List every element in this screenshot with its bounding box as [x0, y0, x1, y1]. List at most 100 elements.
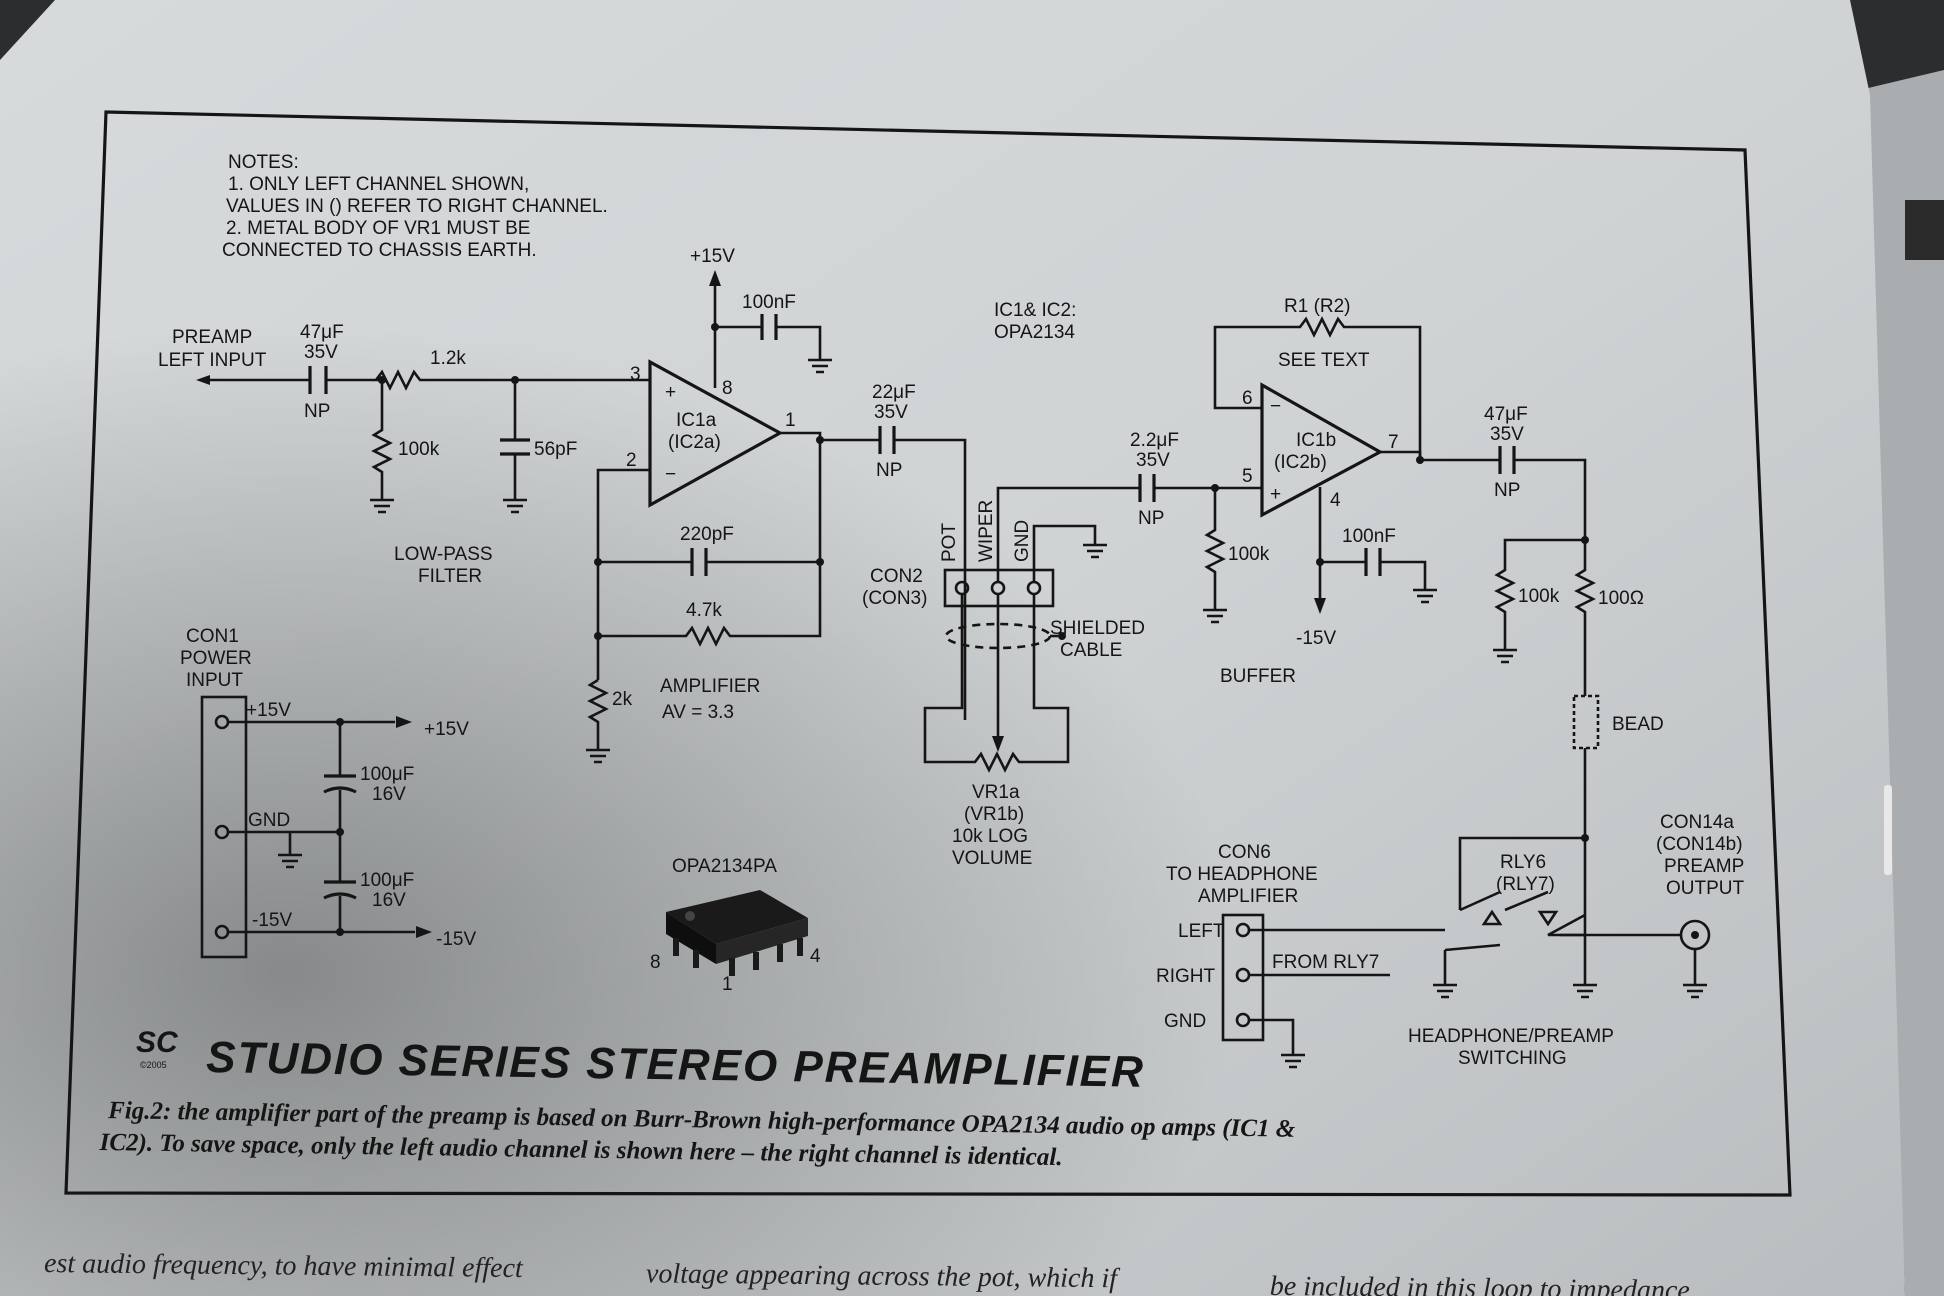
con6-label: CON6 — [1218, 842, 1271, 863]
feedback-cap: 220pF — [680, 524, 734, 545]
body-col2: voltage appearing across the pot, which … — [646, 1258, 1121, 1294]
svg-text:−: − — [1270, 396, 1281, 417]
figure-frame — [64, 110, 1792, 1197]
con1-section: CON1 POWER INPUT +15V GND -15V +15V -15V… — [180, 626, 476, 959]
wiper-arrow-icon — [992, 736, 1004, 752]
svg-text:6: 6 — [1242, 388, 1253, 409]
svg-text:GND: GND — [248, 810, 290, 831]
ic1b-opamp: − + IC1b (IC2b) 6 5 7 4 R1 (R2) SEE TEXT… — [1203, 296, 1587, 687]
notes-line1: 1. ONLY LEFT CHANNEL SHOWN, — [228, 174, 529, 195]
cable-label: SHIELDED — [1050, 618, 1145, 639]
svg-text:5: 5 — [1242, 466, 1253, 487]
con1-c1: 100μF — [360, 764, 414, 785]
feedback-res: 4.7k — [686, 600, 722, 621]
filter-r2-value: 100k — [398, 439, 440, 460]
sc-logo: SC — [136, 1026, 179, 1059]
svg-text:8: 8 — [722, 378, 733, 399]
svg-text:(VR1b): (VR1b) — [964, 804, 1024, 825]
chip-body-icon — [666, 890, 808, 944]
svg-text:SEE TEXT: SEE TEXT — [1278, 350, 1370, 371]
svg-text:35V: 35V — [874, 402, 908, 423]
svg-text:(IC2a): (IC2a) — [668, 432, 721, 453]
svg-text:OPA2134: OPA2134 — [994, 322, 1075, 343]
notes-line2: VALUES IN () REFER TO RIGHT CHANNEL. — [226, 196, 608, 217]
svg-text:WIPER: WIPER — [976, 500, 997, 562]
svg-text:+15V: +15V — [690, 246, 735, 267]
svg-text:BEAD: BEAD — [1612, 714, 1664, 735]
notes-line3: 2. METAL BODY OF VR1 MUST BE — [226, 218, 530, 239]
ic1a-opamp: + − IC1a (IC2a) 3 2 8 1 +15V 100nF 220pF… — [586, 246, 967, 764]
svg-text:AMPLIFIER: AMPLIFIER — [1198, 886, 1298, 907]
input-section: PREAMP LEFT INPUT 47μF 35V NP 1.2k 100k … — [158, 322, 650, 587]
article-body: est audio frequency, to have minimal eff… — [44, 1248, 1690, 1296]
volume-section: POT WIPER GND CON2 (CON3) 2.2μF 35V NP S… — [862, 430, 1215, 869]
svg-text:(IC2b): (IC2b) — [1274, 452, 1327, 473]
svg-text:FILTER: FILTER — [418, 566, 482, 587]
svg-text:SWITCHING: SWITCHING — [1458, 1048, 1567, 1069]
con1-c2: 100μF — [360, 870, 414, 891]
svg-text:NP: NP — [1494, 480, 1520, 501]
svg-text:1: 1 — [785, 410, 796, 431]
con2-label: CON2 — [870, 566, 923, 587]
svg-text:2: 2 — [626, 450, 637, 471]
con14-label: CON14a — [1660, 812, 1734, 833]
svg-text:3: 3 — [630, 364, 641, 385]
facing-page — [1860, 70, 1944, 1296]
svg-text:©2005: ©2005 — [140, 1060, 167, 1070]
coupling2-value: 2.2μF — [1130, 430, 1179, 451]
svg-text:16V: 16V — [372, 784, 406, 805]
svg-text:NP: NP — [1138, 508, 1164, 529]
filter-r-value: 1.2k — [430, 348, 466, 369]
output-r-load: 100k — [1518, 586, 1560, 607]
con1-label: CON1 — [186, 626, 239, 647]
svg-text:NP: NP — [876, 460, 902, 481]
svg-text:10k LOG: 10k LOG — [952, 826, 1028, 847]
svg-text:TO HEADPHONE: TO HEADPHONE — [1166, 864, 1318, 885]
svg-text:+: + — [1270, 484, 1281, 505]
con6-section: CON6 TO HEADPHONE AMPLIFIER LEFT RIGHT G… — [1156, 842, 1445, 1069]
ic1a-label: IC1a — [676, 410, 717, 431]
svg-text:LEFT INPUT: LEFT INPUT — [158, 350, 267, 371]
svg-text:-15V: -15V — [1296, 628, 1336, 649]
filter-label: LOW-PASS — [394, 544, 493, 565]
svg-text:+: + — [665, 382, 676, 403]
staple — [1884, 785, 1892, 875]
svg-text:(CON3): (CON3) — [862, 588, 927, 609]
gain-resistor: 2k — [612, 689, 633, 710]
svg-text:+15V: +15V — [424, 719, 469, 740]
amplifier-label: AMPLIFIER — [660, 676, 760, 697]
svg-text:GND: GND — [1164, 1011, 1206, 1032]
buffer-label: BUFFER — [1220, 666, 1296, 687]
svg-text:-15V: -15V — [252, 910, 292, 931]
output-cap-value: 47μF — [1484, 404, 1528, 425]
svg-text:CABLE: CABLE — [1060, 640, 1122, 661]
amplifier-gain: AV = 3.3 — [662, 702, 734, 723]
svg-text:35V: 35V — [1490, 424, 1524, 445]
ic1b-decoupling: 100nF — [1342, 526, 1396, 547]
svg-text:35V: 35V — [304, 342, 338, 363]
svg-text:OUTPUT: OUTPUT — [1666, 878, 1745, 899]
svg-text:GND: GND — [1012, 520, 1033, 562]
svg-text:PREAMP: PREAMP — [1664, 856, 1744, 877]
output-r-series: 100Ω — [1598, 588, 1644, 609]
body-col3: be included in this loop to impedance — [1270, 1271, 1690, 1296]
neg-supply-arrow-icon — [1314, 598, 1326, 614]
ic1b-rbias: 100k — [1228, 544, 1270, 565]
pos-arrow-icon — [396, 716, 412, 728]
svg-text:RIGHT: RIGHT — [1156, 966, 1216, 987]
con1-connector — [200, 695, 248, 959]
coupling1-value: 22μF — [872, 382, 916, 403]
svg-text:4: 4 — [810, 946, 821, 967]
relay-label: RLY6 — [1500, 852, 1546, 873]
ic-note: IC1& IC2: — [994, 300, 1076, 321]
notes-heading: NOTES: — [228, 152, 299, 173]
output-network: 100k 100Ω BEAD RLY6 (RLY7) CON14a (CON14… — [1408, 536, 1745, 1069]
ic1a-decoupling: 100nF — [742, 292, 796, 313]
svg-text:VOLUME: VOLUME — [952, 848, 1032, 869]
ic1b-label: IC1b — [1296, 430, 1336, 451]
svg-text:7: 7 — [1388, 432, 1399, 453]
con6-connector — [1221, 913, 1265, 1042]
svg-text:LEFT: LEFT — [1178, 921, 1225, 942]
vr1-label: VR1a — [972, 782, 1020, 803]
supply-arrow-icon — [709, 270, 721, 286]
